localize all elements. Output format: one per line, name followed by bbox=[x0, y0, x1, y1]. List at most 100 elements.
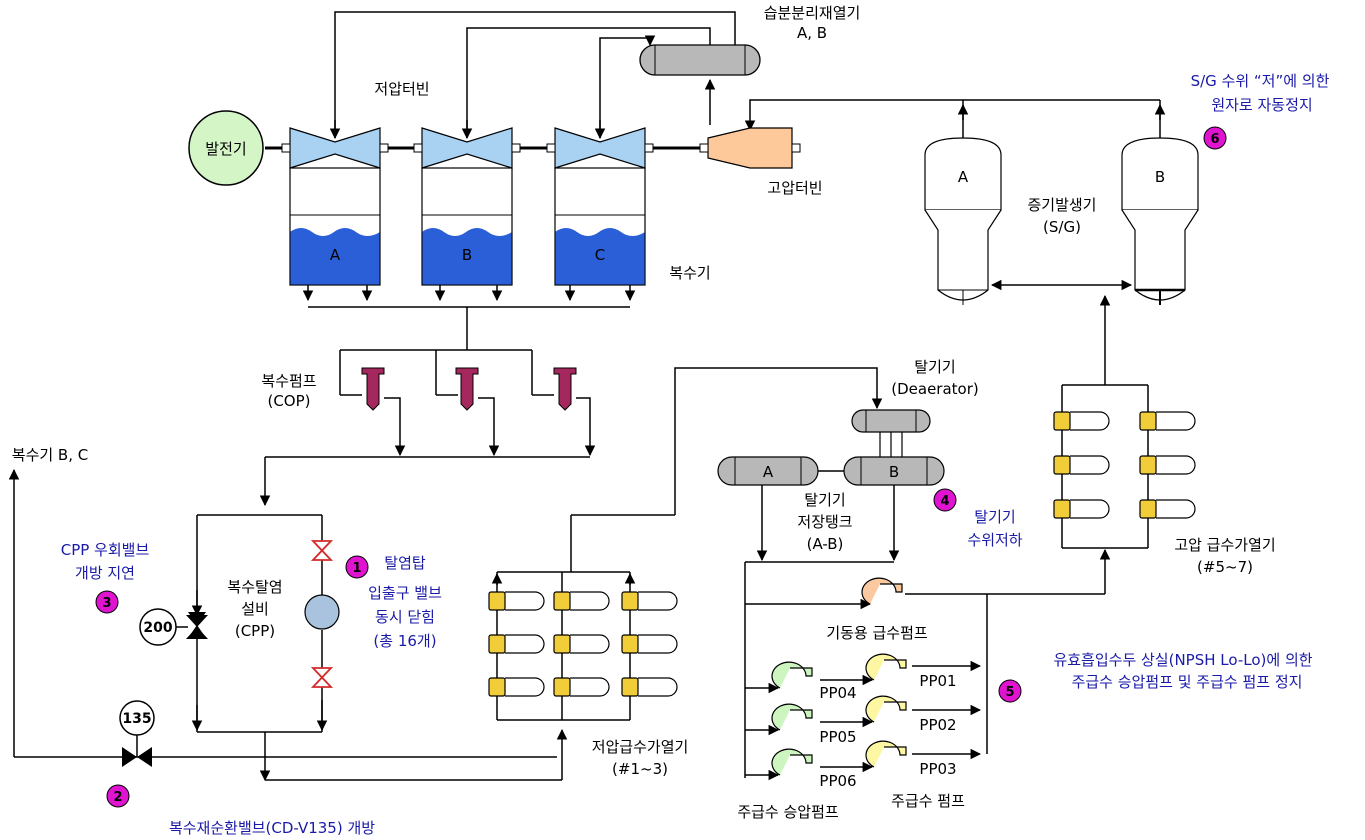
event-3-number: 3 bbox=[102, 596, 111, 611]
event-marker-5: 5 bbox=[998, 679, 1022, 703]
event-1-line-2: 입출구 밸브 bbox=[368, 584, 442, 602]
main-feed-pump-pp02: PP02 bbox=[865, 695, 957, 734]
recirc-valve[interactable]: 135 bbox=[119, 700, 155, 767]
to-condenser-label: 복수기 B, C bbox=[12, 446, 88, 464]
event-5-line-1: 유효흡입수두 상실(NPSH Lo-Lo)에 의한 bbox=[1053, 651, 1312, 669]
event-4-line-1: 탈기기 bbox=[974, 508, 1015, 526]
da-tank-label-3: (A-B) bbox=[807, 535, 844, 553]
msr-sub-label: A, B bbox=[797, 24, 827, 42]
booster-pump-pp06: PP06 bbox=[771, 748, 857, 790]
event-6-line-2: 원자로 자동정지 bbox=[1211, 96, 1312, 114]
event-5-line-2: 주급수 승압펌프 및 주급수 펌프 정지 bbox=[1072, 673, 1303, 691]
lp-turbine-label: 저압터빈 bbox=[374, 80, 429, 98]
sg-b-label: B bbox=[1155, 168, 1165, 186]
event-marker-1: 1 bbox=[345, 555, 369, 579]
condensate-pump-1 bbox=[361, 367, 385, 411]
hp-turbine bbox=[699, 127, 801, 169]
event-3-line-1: CPP 우회밸브 bbox=[61, 541, 150, 559]
cpp-label-3: (CPP) bbox=[235, 622, 275, 640]
pp03-label: PP03 bbox=[919, 760, 956, 778]
event-marker-3: 3 bbox=[95, 590, 119, 614]
sg-label-2: (S/G) bbox=[1043, 218, 1081, 236]
steam-generator-b: B bbox=[1121, 137, 1199, 305]
pp01-label: PP01 bbox=[919, 672, 956, 690]
pp05-label: PP05 bbox=[819, 728, 856, 746]
deaerator bbox=[851, 409, 931, 457]
deaerator-label-1: 탈기기 bbox=[914, 358, 955, 376]
condenser-b: B bbox=[421, 167, 513, 286]
cpp-outlet-valve-icon[interactable] bbox=[310, 667, 334, 688]
condensate-pump-3 bbox=[553, 367, 577, 411]
hp-heater-label-2: (#5~7) bbox=[1197, 558, 1253, 576]
da-storage-tank-b: B bbox=[843, 456, 945, 486]
booster-pump-pp04: PP04 bbox=[771, 661, 857, 702]
sg-label-1: 증기발생기 bbox=[1027, 196, 1096, 214]
recirc-line bbox=[8, 468, 557, 758]
main-pumps-label: 주급수 펌프 bbox=[891, 792, 965, 810]
condenser-b-label: B bbox=[462, 246, 472, 264]
event-marker-4: 4 bbox=[933, 488, 957, 512]
hp-turbine-label: 고압터빈 bbox=[767, 179, 822, 197]
cpp-loop bbox=[191, 514, 328, 782]
sg-a-label: A bbox=[958, 168, 969, 186]
event-marker-6: 6 bbox=[1203, 126, 1227, 150]
condenser-a-label: A bbox=[330, 246, 341, 264]
cop-label-2: (COP) bbox=[267, 392, 310, 410]
condensate-pump-2 bbox=[455, 367, 479, 411]
condensate-header bbox=[302, 285, 636, 396]
cpp-label-2: 설비 bbox=[241, 600, 269, 618]
da-tank-a-label: A bbox=[763, 463, 774, 481]
event-1-line-3: 동시 닫힘 bbox=[375, 608, 435, 626]
startup-pump-label: 기동용 급수펌프 bbox=[826, 624, 928, 642]
event-1-number: 1 bbox=[352, 561, 361, 576]
steam-lines bbox=[329, 11, 1166, 140]
deaerator-label-2: (Deaerator) bbox=[891, 380, 979, 398]
main-feed-pump-pp01: PP01 bbox=[865, 653, 957, 690]
condenser-c: C bbox=[554, 167, 646, 286]
lp-heater-label-1: 저압급수가열기 bbox=[592, 738, 689, 756]
event-4-number: 4 bbox=[940, 494, 949, 509]
da-storage-tank-a: A bbox=[717, 456, 819, 486]
feedwater-suction bbox=[744, 485, 1111, 781]
cop-discharge bbox=[259, 397, 596, 507]
pp04-label: PP04 bbox=[819, 684, 856, 702]
booster-pump-pp05: PP05 bbox=[771, 703, 857, 746]
condenser-a: A bbox=[289, 167, 381, 286]
hp-heater-label-1: 고압 급수가열기 bbox=[1174, 536, 1275, 554]
msr-label: 습분분리재열기 bbox=[764, 4, 861, 22]
steam-generator-a: A bbox=[924, 137, 1002, 305]
bypass-valve-number: 200 bbox=[143, 620, 172, 636]
cpp-bypass-valve[interactable]: 200 bbox=[139, 608, 208, 646]
pp02-label: PP02 bbox=[919, 716, 956, 734]
main-feed-pump-pp03: PP03 bbox=[865, 740, 957, 778]
cpp-label-1: 복수탈염 bbox=[227, 578, 282, 596]
da-tank-label-1: 탈기기 bbox=[804, 491, 845, 509]
condenser-label: 복수기 bbox=[669, 264, 710, 282]
lp-heater-label-2: (#1~3) bbox=[612, 760, 668, 778]
event-5-number: 5 bbox=[1005, 685, 1014, 700]
event-2-number: 2 bbox=[113, 790, 122, 805]
event-3-line-2: 개방 지연 bbox=[75, 564, 135, 582]
hp-heater-bank bbox=[1053, 294, 1196, 549]
event-1-line-4: (총 16개) bbox=[373, 632, 436, 650]
event-6-number: 6 bbox=[1210, 132, 1219, 147]
moisture-separator-reheater bbox=[639, 44, 761, 76]
booster-pumps-label: 주급수 승압펌프 bbox=[737, 803, 839, 821]
cop-label-1: 복수펌프 bbox=[261, 372, 316, 390]
event-2-line-1: 복수재순환밸브(CD-V135) 개방 bbox=[169, 819, 375, 837]
generator-label: 발전기 bbox=[205, 140, 246, 158]
da-tank-label-2: 저장탱크 bbox=[797, 513, 852, 531]
cpp-vessel bbox=[304, 594, 340, 630]
event-6-line-1: S/G 수위 “저”에 의한 bbox=[1191, 72, 1330, 90]
cpp-inlet-valve-icon[interactable] bbox=[310, 540, 334, 561]
pp06-label: PP06 bbox=[819, 772, 856, 790]
startup-feed-pump bbox=[861, 577, 903, 605]
event-1-line-1: 탈염탑 bbox=[384, 554, 426, 572]
condenser-c-label: C bbox=[595, 246, 605, 264]
event-marker-2: 2 bbox=[106, 784, 130, 808]
generator: 발전기 bbox=[188, 110, 264, 186]
event-4-line-2: 수위저하 bbox=[967, 531, 1022, 549]
recirc-valve-number: 135 bbox=[122, 711, 151, 727]
da-tank-b-label: B bbox=[889, 463, 899, 481]
